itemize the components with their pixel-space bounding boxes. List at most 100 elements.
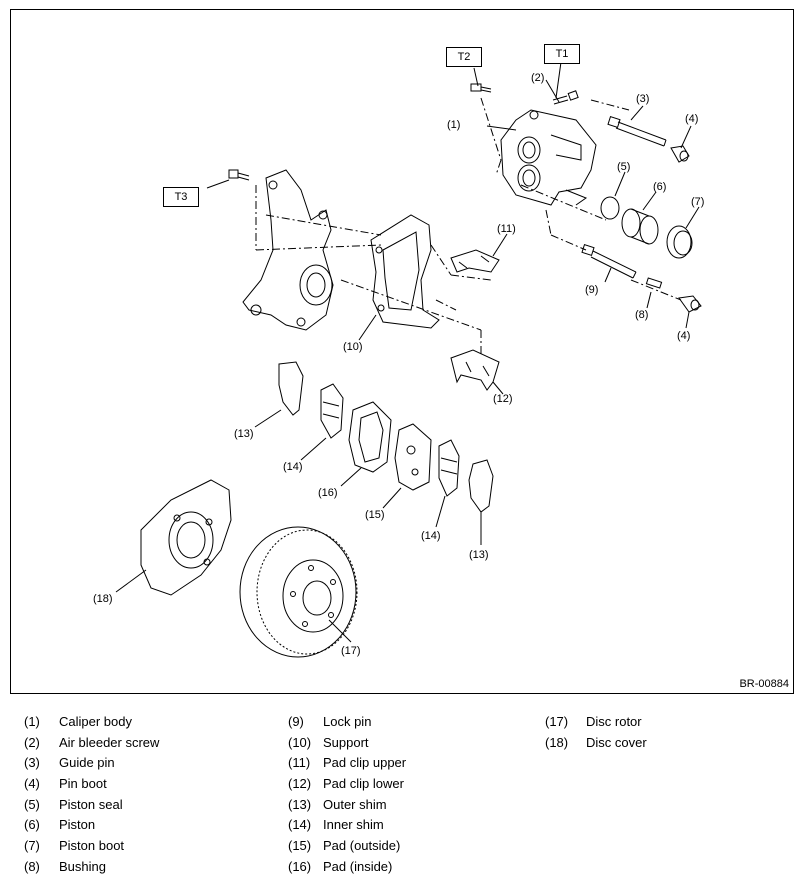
callout-8: (8) [635,309,649,321]
legend-part-name: Piston boot [59,838,125,854]
legend-number: (13) [288,796,312,812]
legend-part-name: Caliper body [59,714,132,729]
legend-number: (6) [24,817,40,833]
legend-number: (11) [288,755,311,771]
legend-item: (16) Pad (inside) [288,859,528,880]
torque-tag-t2: T2 [446,47,482,67]
outer-shim-right-shape [468,459,494,513]
callout-1: (1) [447,119,461,131]
diagram-frame: T2 T1 T3 (2) (1) (3) (4) (5) (6) (7) (11… [10,9,794,694]
callout-11: (11) [497,223,516,235]
legend-number: (14) [288,817,312,833]
pad-outside-shape [394,423,432,491]
legend-part-name: Lock pin [323,714,372,729]
callout-18: (18) [93,593,113,605]
inner-shim-right-shape [438,439,460,497]
inner-shim-left-shape [320,383,344,439]
bleeder-screw-shape [552,90,579,105]
legend-item: (13)Outer shim [288,797,528,818]
callout-13-right: (13) [469,549,489,561]
legend-number: (8) [24,858,40,874]
legend-part-name: Guide pin [59,755,115,771]
legend-part-name: Disc rotor [586,714,642,729]
legend-number: (1) [24,714,40,729]
legend-item: (14) Inner shim [288,817,528,838]
bleeder-bolt-shape [470,83,492,93]
legend-part-name: Air bleeder screw [59,734,160,750]
callout-5: (5) [617,161,631,173]
legend-number: (10) [288,734,312,750]
leader-lines [115,61,700,643]
legend-number: (5) [24,796,40,812]
torque-tag-t3: T3 [163,187,199,207]
callout-13-left: (13) [234,428,254,440]
piston-seal-shape [600,196,620,220]
legend-part-name: Inner shim [323,817,384,833]
pad-clip-upper-shape [450,249,500,273]
legend-column-1: (1) Caliper body (2) Air bleeder screw (3) Gu… [24,714,274,880]
piston-boot-shape [666,225,693,259]
callout-17: (17) [341,645,361,657]
callout-14-left: (14) [283,461,303,473]
legend-part-name: Pad clip lower [323,776,404,792]
legend-number: (17) [545,714,569,729]
exploded-view-drawing [115,61,702,658]
legend-part-name: Pin boot [59,776,107,792]
legend-part-name: Support [323,734,369,750]
callout-4-bottom: (4) [677,330,691,342]
legend-item: (9) Lock pin [288,714,528,735]
callout-15: (15) [365,509,385,521]
callout-12: (12) [493,393,513,405]
legend-number: (2) [24,734,40,750]
assembly-lines [255,97,682,355]
lock-pin-shape [581,244,637,279]
legend-number: (7) [24,838,40,854]
legend-item: (15) Pad (outside) [288,838,528,859]
callout-14-right: (14) [421,530,441,542]
legend-item: (10) Support [288,735,528,756]
piston-shape [621,208,659,245]
caliper-body-shape [500,109,597,206]
legend-column-2: (9) Lock pin (10) Support (11) Pad clip upper… [288,714,528,880]
pad-inside-shape [348,401,392,473]
callout-4-top: (4) [685,113,699,125]
callout-9: (9) [585,284,599,296]
legend-number: (15) [288,838,312,854]
legend-column-3: (17) Disc rotor (18) Disc cover [545,714,765,755]
bushing-shape [645,277,663,289]
legend-number: (18) [545,734,569,750]
callout-10: (10) [343,341,363,353]
legend-item: (6) Piston [24,817,274,838]
knuckle-bolt-shape [228,169,250,181]
legend-part-name: Pad (outside) [323,838,401,854]
legend-part-name: Pad clip upper [323,755,407,771]
legend-item: (3) Guide pin [24,755,274,776]
legend-number: (16) [288,858,312,874]
disc-rotor-shape [239,526,358,658]
legend-number: (12) [288,776,312,792]
callout-16: (16) [318,487,338,499]
legend-item: (7) Piston boot [24,838,274,859]
callout-3: (3) [636,93,650,105]
legend-item: (2) Air bleeder screw [24,735,274,756]
legend-item: (4) Pin boot [24,776,274,797]
pin-boot-lower-shape [678,295,702,313]
steering-knuckle-shape [242,169,334,331]
callout-6: (6) [653,181,667,193]
legend-part-name: Piston seal [59,796,123,812]
legend-part-name: Bushing [59,858,106,874]
legend-item: (11) Pad clip upper [288,755,528,776]
legend-number: (9) [288,714,304,729]
disc-cover-shape [140,479,232,596]
legend-number: (3) [24,755,40,771]
legend-number: (4) [24,776,40,792]
legend-item: (12) Pad clip lower [288,776,528,797]
legend-item: (18) Disc cover [545,735,765,756]
callout-7: (7) [691,196,705,208]
legend-part-name: Pad (inside) [323,858,393,874]
legend-part-name: Piston [59,817,96,833]
legend-part-name: Disc cover [586,734,647,750]
legend-item: (8) Bushing [24,859,274,880]
torque-tag-t1: T1 [544,44,580,64]
guide-pin-shape [607,116,667,147]
